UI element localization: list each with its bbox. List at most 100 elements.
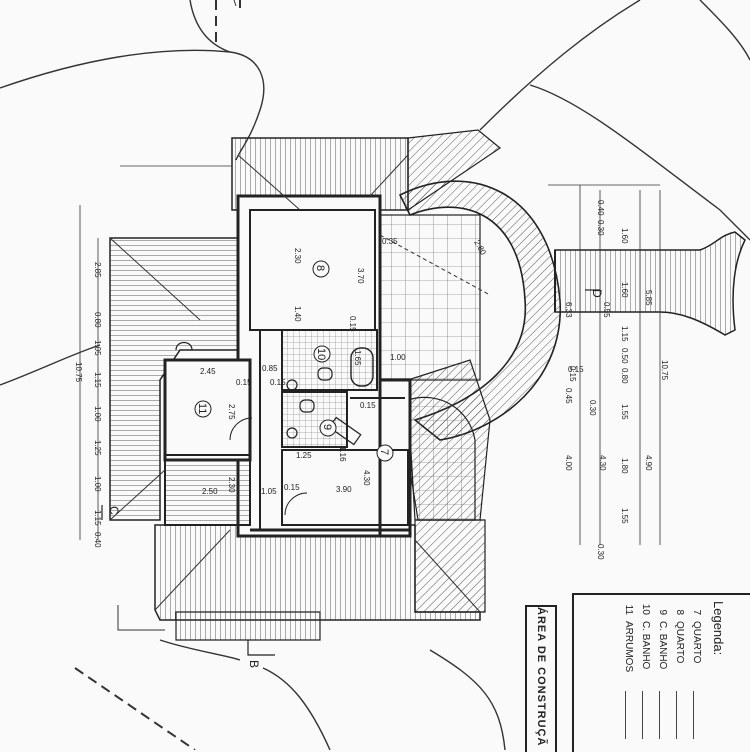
dim-right-sub-4: 4.00 [564, 455, 573, 471]
room-7-number: 7 [378, 449, 390, 455]
dim-right-4: 1.60 [620, 282, 629, 298]
dim-r7-c: 0.15 [360, 401, 376, 410]
dim-left-2: 0.80 [93, 312, 102, 328]
dim-r7-w: 3.90 [336, 485, 352, 494]
walkway [554, 231, 746, 336]
legend-item-number: 9 [657, 609, 668, 615]
right-dimensions: 0.40 0.30 1.60 1.60 0.55 1.15 0.50 0.80 … [564, 200, 669, 560]
dim-right-sub-1: 5.85 [644, 290, 653, 306]
construction-area-box: ÁREA DE CONSTRUÇÃ [525, 605, 557, 752]
dim-right-13: 1.55 [620, 508, 629, 524]
legend-title: Legenda: [711, 601, 726, 656]
section-markers [101, 289, 600, 656]
dim-right-7: 0.50 [620, 348, 629, 364]
dim-room11-s3: 0.15 [270, 378, 286, 387]
dim-right-12: 1.80 [620, 458, 629, 474]
dim-right-sub-6: 4.90 [644, 455, 653, 471]
dim-right-9: 0.15 [568, 366, 577, 382]
legend-item: 9 C. BANHO [654, 595, 671, 745]
left-dimensions: 2.85 0.80 1.05 1.15 1.00 1.25 1.00 1.15 … [74, 262, 102, 548]
dim-room8-side: 1.40 [293, 306, 302, 322]
legend-item-line [659, 691, 666, 739]
site-markers [117, 0, 237, 631]
dim-left-total: 10.75 [74, 362, 83, 383]
dim-room11-w: 2.45 [200, 367, 216, 376]
dim-room11-s1: 0.15 [236, 378, 252, 387]
dim-left-5: 1.00 [93, 406, 102, 422]
dim-r7-a: 1.25 [296, 451, 312, 460]
dim-room11-s2: 0.85 [262, 364, 278, 373]
dim-right-14: 0.30 [596, 544, 605, 560]
dim-room8-h: 3.70 [356, 268, 365, 284]
dim-stair-w: 2.50 [202, 487, 218, 496]
dim-room11-h: 2.75 [227, 404, 236, 420]
legend-item-line [642, 691, 649, 739]
room-10-number: 10 [315, 348, 327, 360]
legend-item-line [676, 691, 683, 739]
section-marker-b: B [247, 660, 261, 668]
legend-item-number: 8 [674, 609, 685, 615]
curved-terrace [379, 180, 561, 521]
legend-item-name: QUARTO [691, 621, 702, 664]
dim-right-sub-5: 4.30 [598, 455, 607, 471]
construction-area-label: ÁREA DE CONSTRUÇÃ [535, 607, 547, 747]
legend-item-name: C. BANHO [640, 621, 651, 670]
room-markers: 8 11 10 9 7 [194, 260, 394, 462]
legend-item-number: 10 [640, 603, 651, 615]
dim-corr-w: 1.05 [261, 487, 277, 496]
legend-box: Legenda: 7 QUARTO 8 QUARTO 9 C. BANHO 10… [572, 593, 750, 752]
dim-right-sub-2: 6.33 [564, 302, 573, 318]
dim-right-3: 1.60 [620, 228, 629, 244]
room-9-number: 9 [321, 424, 333, 430]
room-8-number: 8 [314, 265, 326, 271]
dim-left-4: 1.15 [93, 372, 102, 388]
legend-item: 10 C. BANHO [637, 595, 654, 745]
legend-item-number: 11 [623, 604, 634, 615]
dim-right-sub-3: 0.45 [564, 388, 573, 404]
dim-room8-small: 0.15 [348, 316, 357, 332]
dim-room8-w: 2.30 [293, 248, 302, 264]
legend-item-line [625, 691, 632, 739]
room-11-number: 11 [196, 403, 208, 414]
roof-ridges [109, 154, 491, 613]
dim-left-7: 1.00 [93, 476, 102, 492]
dim-terrace-b: 0.15 [568, 365, 584, 374]
legend-item-name: ARRUMOS [623, 621, 634, 673]
dim-right-10: 0.30 [588, 400, 597, 416]
dim-right-5: 0.55 [602, 302, 611, 318]
section-marker-d: D [590, 289, 604, 298]
dim-left-8: 1.15 [93, 510, 102, 526]
roof-hatching [109, 129, 502, 641]
dim-right-1: 0.40 [596, 200, 605, 216]
dim-right-8: 0.80 [620, 368, 629, 384]
dim-stair-h: 2.30 [227, 477, 236, 493]
legend-item-line [693, 691, 700, 739]
dim-room8-top: 0.35 [382, 237, 398, 246]
dim-wc-a: 1.65 [353, 350, 362, 366]
dim-left-1: 2.85 [93, 262, 102, 278]
dim-left-3: 1.05 [93, 340, 102, 356]
legend-item-name: QUARTO [674, 621, 685, 664]
dim-right-6: 1.15 [620, 326, 629, 342]
dim-r7-h: 4.30 [362, 470, 371, 486]
legend-item: 8 QUARTO [671, 595, 688, 745]
dim-right-2: 0.30 [596, 220, 605, 236]
legend-item: 7 QUARTO [688, 595, 705, 745]
room-dimensions: 2.30 3.70 1.40 0.15 0.35 2.45 2.75 0.15 … [200, 237, 584, 496]
section-marker-c: C [107, 506, 121, 515]
dim-right-total: 10.75 [660, 360, 669, 381]
dim-wc-b: 1.00 [390, 353, 406, 362]
legend-content: Legenda: 7 QUARTO 8 QUARTO 9 C. BANHO 10… [580, 595, 730, 745]
dimension-lines [79, 165, 661, 545]
section-line-dashed [74, 0, 241, 750]
dim-r7-b: 1.16 [338, 446, 347, 462]
legend-item-name: C. BANHO [657, 621, 668, 670]
dim-right-11: 1.55 [620, 404, 629, 420]
dim-corr-s: 0.15 [284, 483, 300, 492]
legend-item: 11 ARRUMOS [620, 595, 637, 745]
dim-left-9: 0.40 [93, 532, 102, 548]
legend-item-number: 7 [691, 609, 702, 615]
dim-left-6: 1.25 [93, 440, 102, 456]
